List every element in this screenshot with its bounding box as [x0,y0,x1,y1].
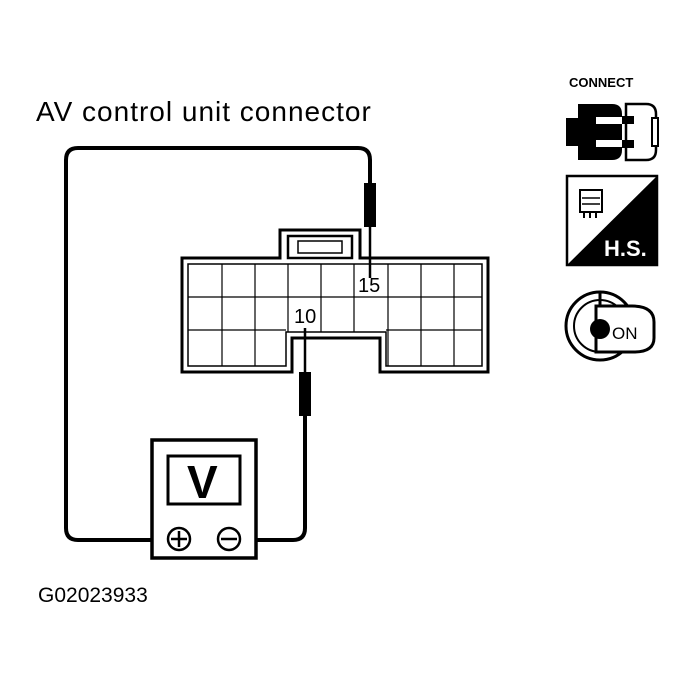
connect-icon-label: CONNECT [569,75,633,90]
positive-probe-handle [364,183,376,227]
voltmeter-unit: V [187,456,218,508]
connect-icon: CONNECT [566,75,659,162]
ignition-label: ON [612,324,638,343]
meter-plus-terminal [166,526,192,552]
connector-housing [180,228,490,374]
meter-minus-terminal [216,526,242,552]
voltmeter-display [166,454,242,506]
negative-wire [242,416,307,542]
connector-cavity [187,263,483,367]
diagram-title: AV control unit connector [36,96,372,127]
connector-pin-grid [188,264,482,366]
ignition-on-icon: ON [564,290,656,362]
harness-side-icon: H.S. [565,174,659,267]
harness-side-label: H.S. [604,236,647,261]
figure-id: G02023933 [38,584,148,607]
pin-label-negative: 10 [294,306,316,328]
lock-tab-slot [297,240,343,254]
pin-label-positive: 15 [358,275,380,297]
positive-wire [64,146,372,542]
negative-probe-handle [299,372,311,416]
